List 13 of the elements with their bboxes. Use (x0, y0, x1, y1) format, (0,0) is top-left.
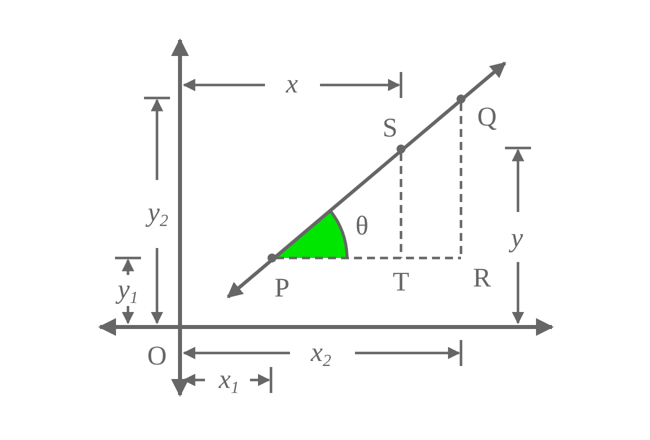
dimension-label: y$_{2}$ (148, 199, 168, 229)
dimension-label: y$_{1}$ (118, 276, 138, 306)
dimension-label: x$_{1}$ (218, 366, 240, 396)
dimension-label: x$_{2}$ (310, 339, 332, 369)
dimension-label: y (511, 224, 523, 252)
point-label: S (382, 114, 398, 142)
dimension-label: x (286, 70, 298, 98)
point-label: O (147, 342, 167, 370)
point-label: θ (356, 212, 368, 240)
point-label: Q (477, 104, 497, 130)
point-label: T (392, 268, 410, 296)
point-label: R (473, 264, 491, 292)
point-label: P (274, 274, 290, 302)
